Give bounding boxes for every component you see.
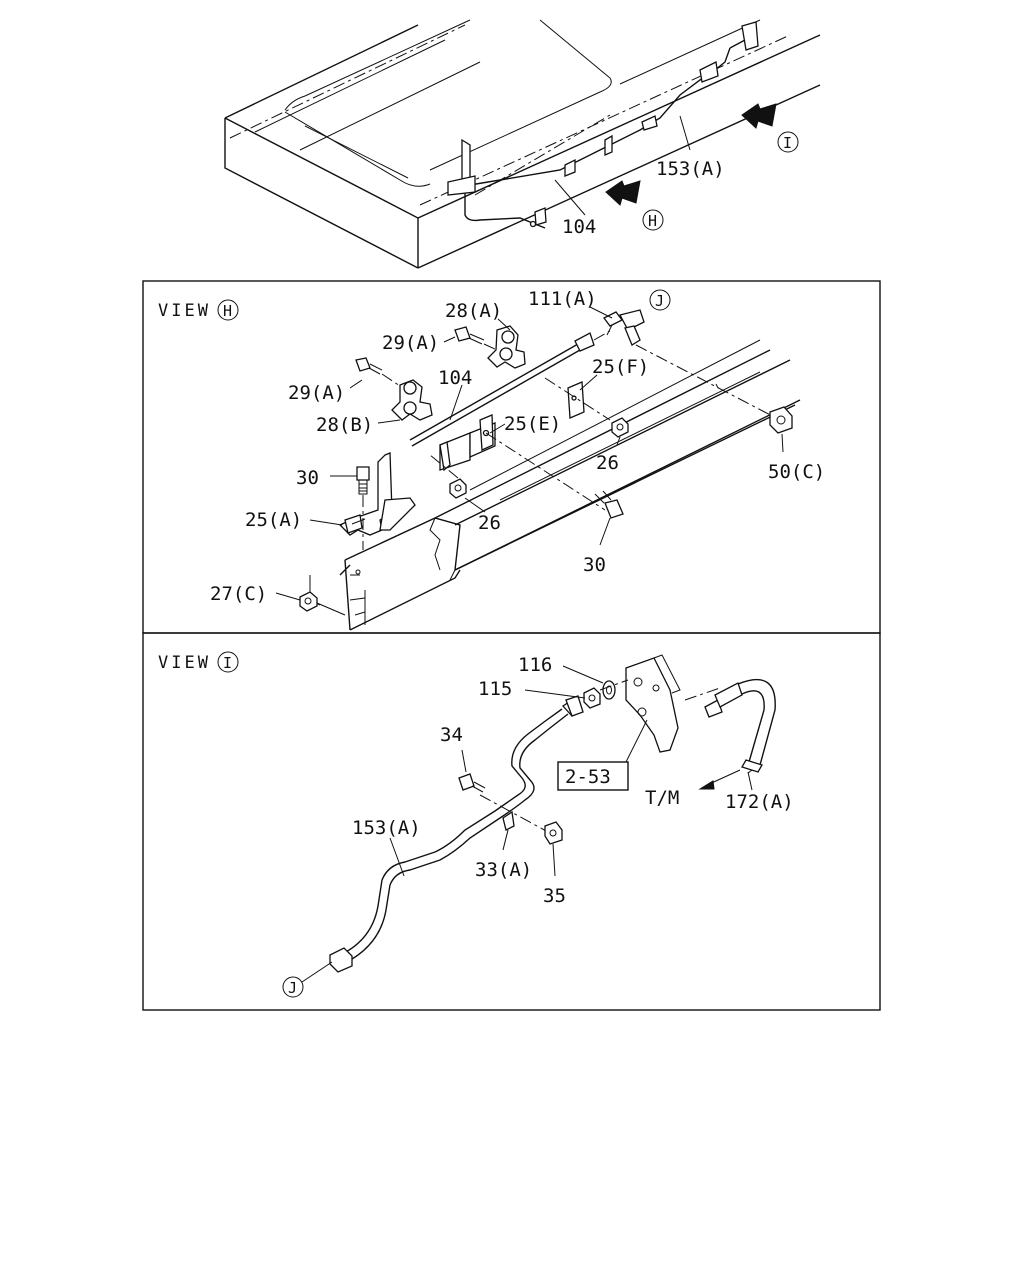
label-116: 116 (518, 654, 552, 676)
label-153a-view-i: 153(A) (352, 817, 421, 839)
frame-overview: 153(A) 104 I H (224, 19, 821, 269)
view-i-marker: I (223, 654, 232, 672)
label-30-top: 30 (296, 467, 319, 489)
label-29a-left: 29(A) (288, 382, 345, 404)
label-27c: 27(C) (210, 583, 267, 605)
view-h-marker-circle (217, 299, 239, 321)
view-i-title: VIEW (158, 653, 211, 673)
label-28a: 28(A) (445, 300, 502, 322)
label-34: 34 (440, 724, 463, 746)
label-25f: 25(F) (592, 356, 649, 378)
view-i-marker-j-circle (282, 976, 304, 998)
marker-h-overview: H (648, 212, 657, 230)
view-i: VIEW I (158, 651, 794, 998)
view-h-marker: H (223, 302, 232, 320)
ref-box-2-53-text: 2-53 (565, 766, 611, 788)
label-25a: 25(A) (245, 509, 302, 531)
marker-i-circle (777, 131, 799, 153)
marker-h-circle (642, 209, 664, 231)
label-104-view-h: 104 (438, 367, 472, 389)
view-i-marker-j: J (288, 979, 297, 997)
marker-i-overview: I (783, 134, 792, 152)
label-50c: 50(C) (768, 461, 825, 483)
view-h-title: VIEW (158, 301, 211, 321)
ref-box-2-53 (557, 761, 629, 791)
label-115: 115 (478, 678, 512, 700)
label-35: 35 (543, 885, 566, 907)
view-i-box (142, 632, 881, 1011)
label-26-right: 26 (596, 452, 619, 474)
label-172a: 172(A) (725, 791, 794, 813)
view-h-marker-j: J (655, 292, 664, 310)
view-h: VIEW H (158, 288, 825, 631)
label-33a: 33(A) (475, 859, 532, 881)
label-26-mid: 26 (478, 512, 501, 534)
label-25e: 25(E) (504, 413, 561, 435)
label-tm: T/M (645, 787, 679, 809)
view-i-marker-circle (217, 651, 239, 673)
label-28b: 28(B) (316, 414, 373, 436)
label-29a-top: 29(A) (382, 332, 439, 354)
label-30-bottom: 30 (583, 554, 606, 576)
label-104-overview: 104 (562, 216, 596, 238)
label-153a-overview: 153(A) (656, 158, 725, 180)
label-111a: 111(A) (528, 288, 597, 310)
view-h-marker-j-circle (649, 289, 671, 311)
